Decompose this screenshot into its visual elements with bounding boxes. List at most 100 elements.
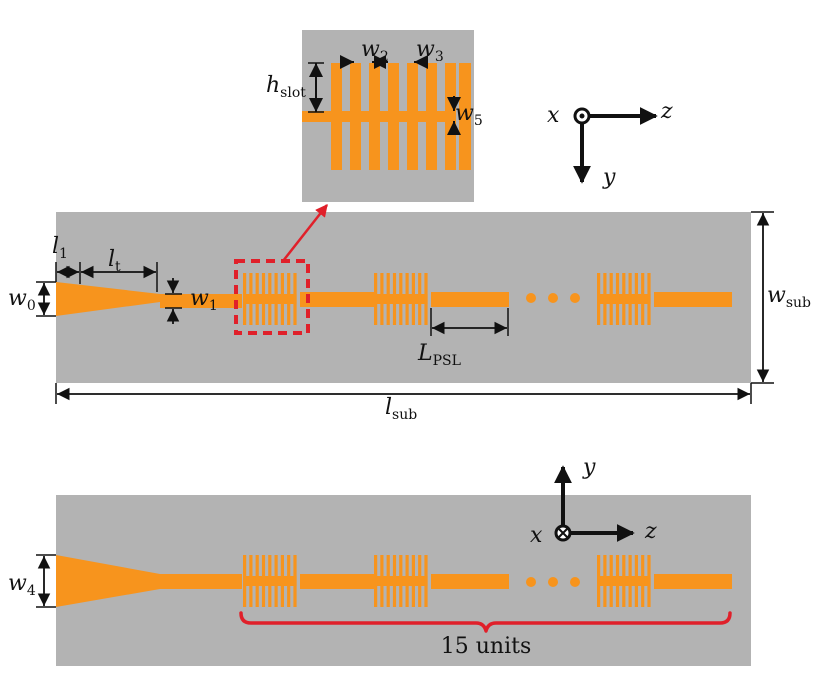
axis-z-label-bottom: z (644, 519, 657, 544)
bottom-line-segment-1 (160, 574, 242, 589)
bottom-comb-c-finger-3 (609, 555, 613, 607)
bottom-ellipsis-dot-1 (526, 577, 536, 587)
top-comb-a-finger-8 (287, 273, 291, 325)
axes-bottom: x z y (530, 455, 657, 548)
bottom-comb-c-finger-4 (615, 555, 620, 607)
top-comb-b-finger-5 (399, 273, 403, 325)
bottom-line-segment-3 (431, 574, 509, 589)
top-comb-c-finger-5 (622, 273, 626, 325)
units-brace (239, 611, 732, 633)
top-line-segment-4 (654, 292, 732, 307)
bottom-comb-c-finger-2 (603, 555, 607, 607)
top-comb-a-finger-7 (280, 273, 284, 325)
top-comb-c-finger-6 (628, 273, 632, 325)
top-line-segment-1 (160, 294, 242, 308)
wsub-label: wsub (767, 283, 811, 311)
inset-finger-2 (350, 63, 361, 170)
top-comb-b-finger-9 (424, 273, 428, 325)
axis-y-label-bottom: y (582, 455, 596, 480)
bottom-comb-c-finger-9 (647, 555, 651, 607)
unit-pointer-arrow (282, 204, 328, 262)
bottom-comb-c-finger-1 (597, 555, 601, 607)
units-count-label: 15 units (441, 634, 532, 659)
w5-label: w5 (455, 101, 483, 129)
inset-finger-1 (331, 63, 342, 170)
w4-label: w4 (8, 571, 36, 599)
top-comb-c-finger-2 (603, 273, 607, 325)
bottom-combs (243, 555, 651, 607)
top-line-segment-3 (431, 292, 509, 307)
bottom-comb-b-finger-3 (386, 555, 390, 607)
bottom-comb-b-finger-4 (392, 555, 397, 607)
axis-y-label: y (602, 165, 616, 190)
top-comb-a-finger-4 (261, 273, 266, 325)
top-comb-b-finger-1 (374, 273, 378, 325)
top-comb-b-finger-4 (392, 273, 397, 325)
w1-label: w1 (190, 286, 218, 314)
top-comb-b-finger-6 (405, 273, 409, 325)
top-ellipsis-dot-1 (526, 293, 536, 303)
bottom-comb-c-finger-5 (622, 555, 626, 607)
top-comb-c-finger-7 (634, 273, 638, 325)
inset-finger-7 (445, 63, 456, 170)
inset-finger-3 (369, 63, 380, 170)
bottom-comb-b-finger-7 (411, 555, 415, 607)
axis-x-label-bottom: x (530, 523, 543, 548)
hslot-label: hslot (266, 73, 306, 101)
axis-x-label: x (547, 103, 560, 128)
bottom-comb-b-finger-2 (380, 555, 384, 607)
axes-top: x z y (547, 99, 673, 190)
top-comb-a-finger-1 (243, 273, 247, 325)
top-comb-a-finger-9 (293, 273, 297, 325)
inset-finger-5 (407, 63, 418, 170)
bottom-comb-a-finger-9 (293, 555, 297, 607)
top-comb-c-finger-1 (597, 273, 601, 325)
top-line-segment-2 (300, 292, 374, 307)
top-comb-c-finger-3 (609, 273, 613, 325)
top-comb-a-finger-2 (249, 273, 253, 325)
top-comb-b-finger-3 (386, 273, 390, 325)
top-comb-c-finger-9 (647, 273, 651, 325)
x-axis-dot (579, 113, 585, 119)
top-comb-c-finger-8 (641, 273, 645, 325)
top-comb-a-finger-3 (255, 273, 259, 325)
top-comb-c-finger-4 (615, 273, 620, 325)
unit-highlight-box (234, 259, 310, 335)
top-structure: l1 lt w0 w1 LPSL wsub lsub (8, 204, 811, 423)
bottom-ellipsis-dot-2 (548, 577, 558, 587)
top-ellipsis-dot-2 (548, 293, 558, 303)
bottom-comb-a-finger-1 (243, 555, 247, 607)
bottom-structure: w4 15 units (8, 495, 751, 666)
top-ellipsis-dot-3 (570, 293, 580, 303)
bottom-comb-a-finger-8 (287, 555, 291, 607)
lpsl-label: LPSL (417, 341, 461, 369)
inset-finger-8 (459, 63, 471, 170)
top-combs (243, 273, 651, 325)
bottom-comb-a-finger-7 (280, 555, 284, 607)
top-comb-a-finger-5 (268, 273, 272, 325)
x-cross-2 (558, 528, 568, 538)
w0-label: w0 (8, 286, 36, 314)
inset-finger-6 (426, 63, 437, 170)
bottom-comb-c-finger-8 (641, 555, 645, 607)
bottom-comb-c-finger-6 (628, 555, 632, 607)
bottom-comb-a-finger-4 (261, 555, 266, 607)
top-comb-b-finger-8 (418, 273, 422, 325)
lt-label: lt (108, 247, 121, 275)
axis-z-label: z (660, 99, 673, 124)
bottom-comb-a-finger-3 (255, 555, 259, 607)
bottom-comb-b-finger-6 (405, 555, 409, 607)
top-comb-a-finger-6 (274, 273, 278, 325)
inset-comb (302, 63, 471, 170)
lsub-label: lsub (385, 395, 417, 423)
inset-finger-4 (388, 63, 399, 170)
l1-label: l1 (52, 234, 68, 262)
bottom-comb-b-finger-1 (374, 555, 378, 607)
bottom-comb-a-finger-5 (268, 555, 272, 607)
bottom-comb-a-finger-2 (249, 555, 253, 607)
top-comb-b-finger-7 (411, 273, 415, 325)
bottom-comb-a-finger-6 (274, 555, 278, 607)
w3-label: w3 (416, 37, 444, 65)
top-taper (56, 282, 160, 316)
bottom-ellipsis-dot-3 (570, 577, 580, 587)
